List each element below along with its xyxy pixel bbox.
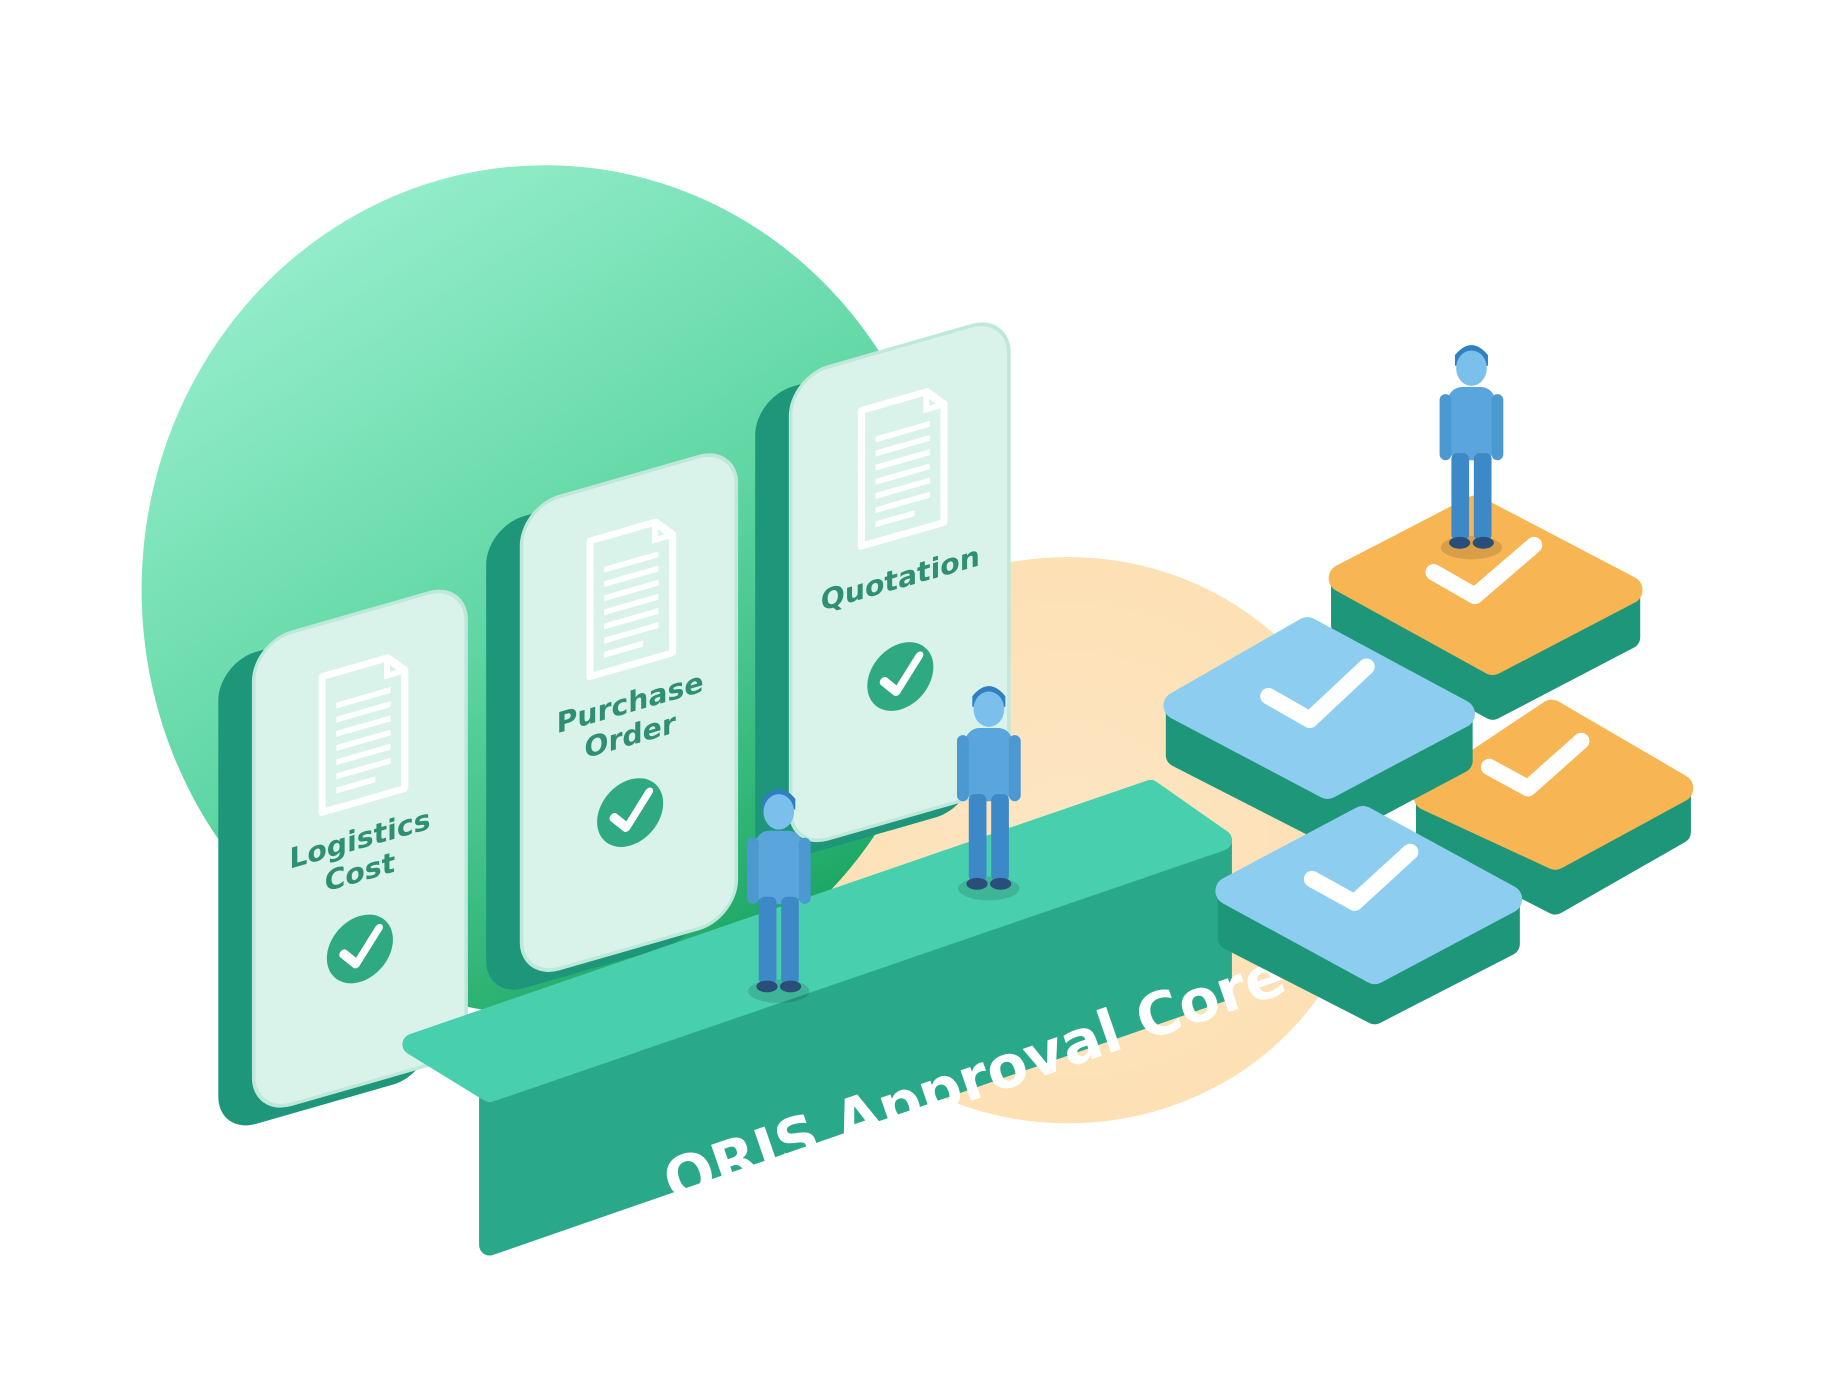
checkmark-icon bbox=[1260, 658, 1375, 729]
tile-blue-bottom bbox=[1215, 805, 1523, 1025]
check-circle-icon bbox=[867, 642, 934, 711]
checkmark-icon bbox=[1425, 536, 1543, 605]
tile-blue-left bbox=[1163, 617, 1476, 844]
tile-orange-right bbox=[1413, 699, 1694, 915]
card-quotation: Quotation bbox=[755, 322, 1011, 860]
checkmark-icon bbox=[1480, 732, 1590, 797]
card-logistics-cost: Logistics Cost bbox=[218, 589, 468, 1126]
tile-orange-top bbox=[1328, 495, 1643, 720]
check-circle-icon bbox=[597, 778, 664, 847]
card-purchase-order: Purchase Order bbox=[486, 453, 739, 990]
check-circle-icon bbox=[326, 914, 393, 984]
checkmark-icon bbox=[1303, 843, 1419, 911]
